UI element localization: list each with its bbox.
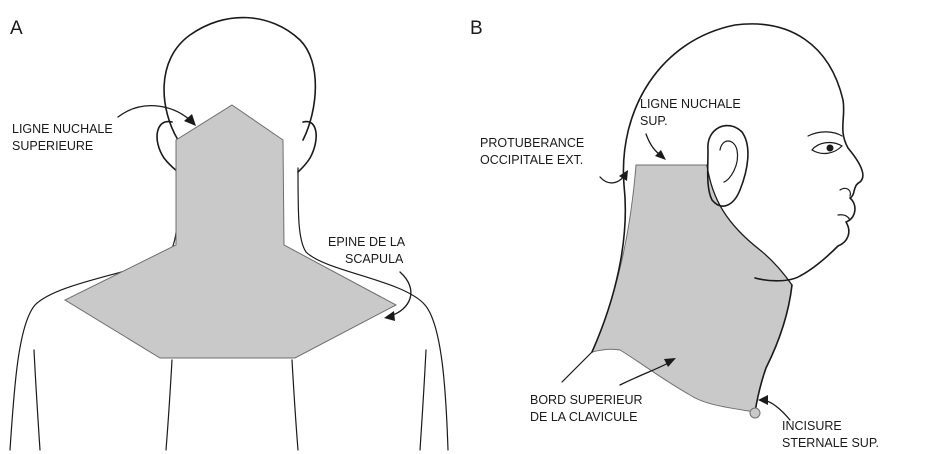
panel-a-arrow-scapula: [390, 272, 411, 316]
panel-a-label-nuchal-line-1: LIGNE NUCHALE: [12, 122, 113, 136]
panel-b-label-sternal-2: STERNALE SUP.: [782, 436, 879, 450]
panel-b-letter: B: [470, 18, 483, 39]
panel-a: A LIGNE NUCHALE SUPERIEURE EPINE DE LA S…: [10, 18, 448, 450]
panel-a-left-ear: [157, 122, 178, 172]
panel-a-label-scapula-1: EPINE DE LA: [328, 235, 406, 249]
panel-a-left-arm: [34, 350, 40, 450]
panel-b-label-clavicle-2: DE LA CLAVICULE: [530, 410, 637, 424]
panel-b-label-clavicle-1: BORD SUPERIEUR: [530, 393, 643, 407]
panel-a-left-back-line: [166, 360, 172, 450]
panel-b-label-nuchal-1: LIGNE NUCHALE: [640, 97, 741, 111]
panel-a-right-back-line: [292, 360, 298, 450]
panel-a-label-scapula-2: SCAPULA: [345, 252, 404, 266]
panel-a-arrowhead-scapula: [384, 311, 395, 321]
panel-b-label-protuberance-2: OCCIPITALE EXT.: [480, 153, 583, 167]
panel-a-right-arm: [420, 350, 426, 450]
panel-a-shaded-region: [65, 105, 396, 358]
panel-b-pupil: [827, 145, 834, 152]
panel-a-label-nuchal-line-2: SUPERIEURE: [12, 139, 93, 153]
panel-b-nostril: [840, 188, 850, 196]
panel-b-ear-inner: [720, 141, 738, 182]
panel-a-arrow-nuchal: [118, 106, 190, 120]
panel-b-arrow-protuberance: [600, 176, 624, 183]
panel-a-letter: A: [10, 18, 23, 39]
panel-b: B LIGNE NUCHALE SUP. PROTUBERANCE OCCIPI…: [470, 18, 879, 450]
panel-b-eyebrow: [808, 132, 842, 136]
panel-b-label-sternal-1: INCISURE: [782, 419, 842, 433]
panel-b-mouth: [838, 215, 850, 220]
panel-a-arrowhead-nuchal: [184, 114, 196, 126]
panel-b-arrowhead-sternal: [758, 395, 768, 405]
panel-b-sternal-notch: [750, 408, 760, 418]
panel-b-neck-back: [562, 352, 592, 382]
panel-b-label-protuberance-1: PROTUBERANCE: [480, 136, 584, 150]
panel-b-label-nuchal-2: SUP.: [640, 114, 668, 128]
panel-b-shaded-region: [592, 165, 792, 412]
